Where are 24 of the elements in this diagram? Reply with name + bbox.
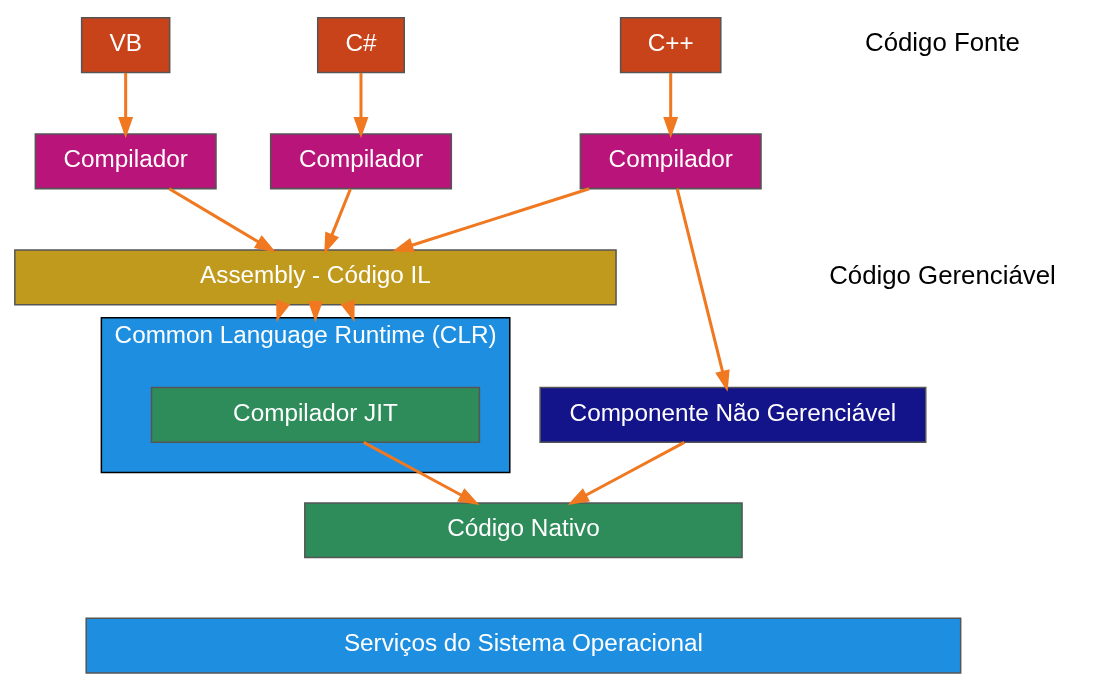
node-box: Compilador	[34, 132, 217, 189]
arrow	[675, 187, 730, 392]
arrow	[168, 186, 277, 252]
arrow	[308, 300, 323, 322]
node-box: Compilador JIT	[150, 386, 481, 443]
label: Código Fonte	[865, 27, 1020, 56]
arrow	[362, 440, 480, 505]
node-box: C#	[316, 16, 405, 73]
arrow	[353, 72, 369, 138]
arrow	[118, 72, 134, 138]
arrow	[392, 186, 590, 252]
node-box: C++	[619, 16, 722, 73]
node-box: VB	[80, 16, 171, 73]
arrow	[567, 440, 686, 505]
arrow	[340, 298, 355, 322]
arrow	[276, 298, 291, 322]
arrow	[324, 188, 352, 254]
label: Código Gerenciável	[829, 260, 1056, 289]
node-box: Compilador	[269, 132, 453, 189]
node-box: Serviços do Sistema Operacional	[85, 617, 962, 674]
node-box: Componente Não Gerenciável	[539, 386, 927, 443]
node-box: Compilador	[579, 132, 762, 189]
node-box: Código Nativo	[304, 501, 743, 558]
arrow	[663, 72, 679, 138]
